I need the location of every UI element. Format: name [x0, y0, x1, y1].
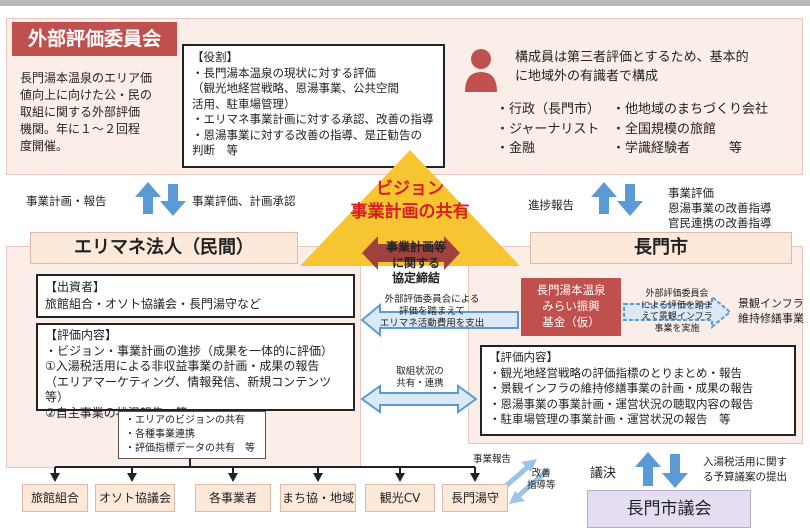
progress-report-label: 進捗報告 [528, 198, 574, 212]
agreement-arrow [362, 236, 460, 270]
business-report-label: 事業報告 [473, 454, 512, 465]
external-committee-description: 長門湯本温泉のエリア価 値向上に向けた公・民の 取組に関する外部評価 機関。年に… [20, 71, 153, 153]
committee-area-arrows [135, 182, 643, 216]
stakeholder-community: まち協・地域 [280, 484, 356, 512]
vision-text: ビジョン 事業計画の共有 [350, 179, 470, 222]
fund-to-landscape-arrow [623, 294, 732, 330]
city-evaluation-box: 【評価内容】 ・観光地経営戦略の評価指標のとりまとめ・報告 ・景観インフラの維持… [480, 345, 796, 436]
city-title: 長門市 [530, 232, 792, 264]
share-box: ・エリアのビジョンの共有 ・各種事業連携 ・評価指標データの共有 等 [118, 411, 266, 459]
vision-triangle [300, 150, 520, 266]
fund-box: 長門湯本温泉 みらい振興 基金（仮） [521, 278, 621, 336]
area-management-title: エリマネ法人（民間） [30, 232, 298, 264]
stakeholder-arrowheads [50, 473, 480, 482]
person-icon [465, 49, 497, 92]
resolution-label: 議決 [590, 466, 617, 481]
share-cooperation-arrow [360, 384, 478, 414]
external-fund-label: 外部評価委員会による 評価を踏まえて エリマネ活動費用を支出 [379, 294, 485, 329]
investors-box: 【出資者】 旅館組合・オソト協議会・長門湯守など [36, 274, 355, 318]
area-evaluation-box: 【評価内容】 ・ビジョン・事業計画の進捗（成果を一体的に評価） ①入湯税活用によ… [36, 323, 355, 420]
top-strip [0, 0, 810, 6]
share-cooperation-label: 取組状況の 共有・連携 [396, 366, 444, 389]
city-council-box: 長門市議会 [587, 490, 751, 528]
members-list-left: ・行政（長門市） ・ジャーナリスト ・金融 [496, 102, 601, 156]
stakeholder-kanko-cv: 観光CV [365, 484, 435, 512]
stakeholder-stems [54, 467, 476, 474]
members-description: 構成員は第三者評価とするため、基本的 に地域外の有識者で構成 [515, 50, 749, 84]
city-external-eval-label: 外部評価委員会 による評価を踏ま えて景観インフラ 事業を実施 [641, 289, 713, 334]
stakeholder-nagato-yumori: 長門湯守 [442, 484, 508, 512]
agreement-text: 事業計画等 に関する 協定締結 [385, 240, 446, 285]
plan-report-label: 事業計画・報告 [26, 194, 107, 208]
stakeholder-osoto-council: オソト協議会 [95, 484, 175, 512]
city-evaluation-label: 事業評価 恩湯事業の改善指導 官民連携の改善指導 [668, 186, 772, 230]
improvement-guidance-label: 改善 指導等 [527, 468, 556, 491]
members-list-right: ・他地域のまちづくり会社 ・全国規模の旅館 ・学識経験者 等 [612, 102, 769, 156]
budget-bill-label: 入湯税活用に関す る予算議案の提出 [703, 456, 787, 483]
stakeholder-businesses: 各事業者 [195, 484, 271, 512]
role-box: 【役割】 ・長門湯本温泉の現状に対する評価 （観光地経営戦略、恩湯事業、公共空間… [182, 44, 445, 168]
external-committee-title: 外部評価委員会 [12, 22, 177, 56]
fund-to-area-arrow [360, 302, 519, 338]
city-council-arrows [635, 452, 688, 488]
landscape-infra-label: 景観インフラ 維持修繕事業 [738, 297, 804, 325]
evaluation-approval-label: 事業評価、計画承認 [192, 194, 296, 208]
stakeholder-ryokan-union: 旅館組合 [22, 484, 88, 512]
